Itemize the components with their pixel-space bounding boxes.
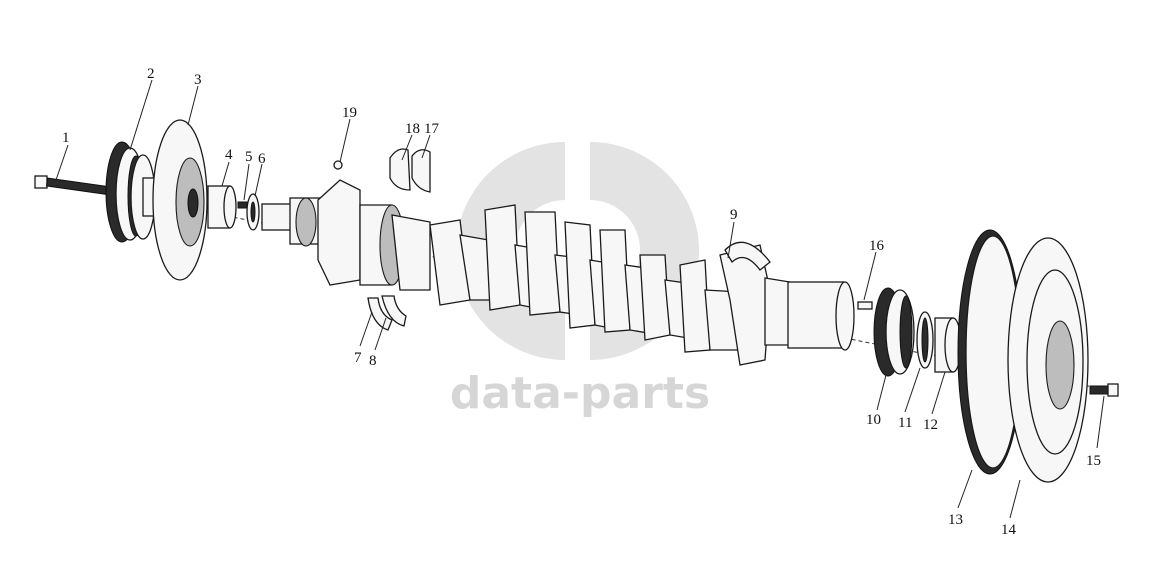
- callout-17: 17: [424, 121, 440, 137]
- callout-19: 19: [342, 105, 357, 121]
- ring-gear: [957, 229, 1023, 475]
- key: [237, 201, 248, 209]
- callout-11: 11: [898, 415, 912, 431]
- plug: [333, 160, 343, 170]
- thrust-washer: [724, 241, 771, 271]
- flywheel-bolt: [1089, 383, 1119, 397]
- leader-lines: [55, 79, 1105, 519]
- callout-3: 3: [194, 72, 202, 88]
- callout-16: 16: [869, 238, 885, 254]
- upper-bearing-shells: [389, 148, 431, 193]
- callout-14: 14: [1001, 522, 1017, 538]
- callout-15: 15: [1086, 453, 1101, 469]
- callout-5: 5: [245, 149, 253, 165]
- spacer: [207, 185, 237, 229]
- timing-gear: [873, 287, 915, 377]
- rear-seal: [934, 317, 962, 373]
- callout-4: 4: [225, 147, 233, 163]
- flywheel: [1007, 237, 1089, 483]
- callout-2: 2: [147, 66, 155, 82]
- callout-7: 7: [354, 350, 362, 366]
- watermark-text: data-parts: [450, 368, 710, 419]
- callout-10: 10: [866, 412, 881, 428]
- callout-6: 6: [258, 151, 266, 167]
- crankshaft: [261, 179, 855, 366]
- callout-8: 8: [369, 353, 377, 369]
- dowel-pin: [857, 301, 873, 310]
- seal-ring: [246, 193, 260, 231]
- callout-13: 13: [948, 512, 963, 528]
- callout-12: 12: [923, 417, 938, 433]
- callout-9: 9: [730, 207, 738, 223]
- callout-1: 1: [62, 130, 70, 146]
- callout-18: 18: [405, 121, 420, 137]
- callout-labels: 1 2 3 4 5 6 7 8 9 10 11 12 13 14 15 16 1…: [62, 66, 1101, 538]
- o-ring: [916, 311, 934, 369]
- lower-bearing-shells: [367, 295, 407, 331]
- vibration-damper: [152, 119, 208, 281]
- front-bolt: [34, 175, 108, 195]
